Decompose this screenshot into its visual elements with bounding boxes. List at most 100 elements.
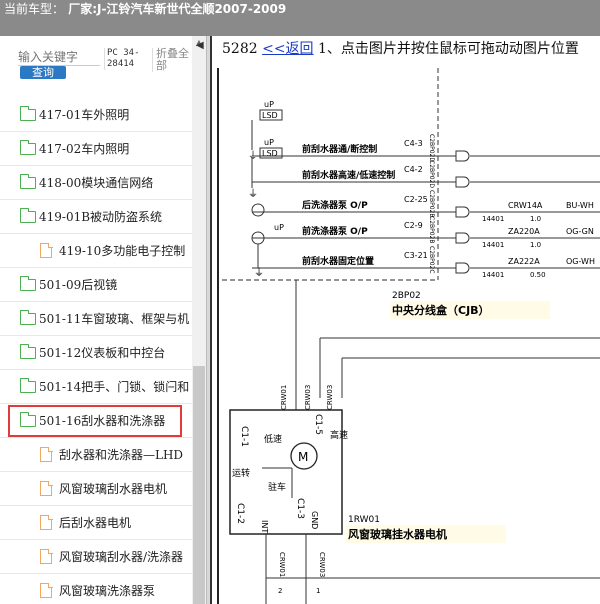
int-label: INT [260, 520, 269, 533]
motor-symbol: M [298, 450, 308, 464]
tree-folder-item[interactable]: 501-16刮水器和洗涤器 [0, 404, 192, 438]
signal-label: 前刮水器通/断控制 [302, 143, 377, 155]
tree-folder-item[interactable]: 419-01B被动防盗系统 [0, 200, 192, 234]
scrollbar-thumb[interactable] [193, 366, 205, 604]
tree-file-item[interactable]: 风窗玻璃刮水器电机 [0, 472, 192, 506]
tree-file-item[interactable]: 后刮水器电机 [0, 506, 192, 540]
document-icon [40, 548, 53, 564]
vert-code-1: CRW01 [280, 385, 288, 410]
tree-file-item[interactable]: 刮水器和洗涤器—LHD [0, 438, 192, 472]
folder-icon [19, 174, 36, 189]
up-label-1: uP [264, 100, 274, 109]
tree-file-item[interactable]: 419-10多功能电子控制 [0, 234, 192, 268]
document-icon [40, 242, 53, 258]
tree-folder-item[interactable]: 501-11车窗玻璃、框架与机 [0, 302, 192, 336]
pin-c1-5: C1-5 [313, 414, 323, 435]
search-button[interactable]: 查询 [20, 66, 66, 79]
search-area: 查询 PC 34-28414 折叠全部 [0, 36, 206, 92]
tree-folder-item[interactable]: 417-02车内照明 [0, 132, 192, 166]
instruction-text: 1、点击图片并按住鼠标可拖动动图片位置 [318, 41, 579, 57]
collapse-all-button[interactable]: 折叠全部 [152, 48, 194, 72]
tree-item-label: 风窗玻璃洗涤器泵 [59, 584, 156, 598]
tree-item-label: 419-10多功能电子控制 [59, 244, 186, 258]
tree-item-label: 501-09后视镜 [39, 278, 118, 292]
park-label: 驻车 [268, 481, 286, 493]
model-label: 当前车型： [4, 2, 65, 16]
lsd-block-2: uP LSD ⏚ [248, 138, 283, 200]
selection-highlight [8, 405, 182, 437]
tree-folder-item[interactable]: 501-14把手、门锁、锁闩和 [0, 370, 192, 404]
back-link[interactable]: <<返回 [262, 41, 314, 57]
pin-code: C2BP02B [428, 190, 435, 218]
scroll-up-icon[interactable]: ▲ [195, 38, 203, 47]
pin-code: C2BP02D [428, 160, 435, 188]
wire-code: ZA220A [508, 227, 540, 236]
vert-code-3: CRW03 [326, 385, 334, 410]
tree-item-label: 501-11车窗玻璃、框架与机 [39, 312, 190, 326]
collapse-left-icon[interactable]: ◀ [196, 40, 204, 51]
signal-label: 前刮水器高速/低速控制 [302, 169, 395, 181]
wire-code: ZA222A [508, 257, 540, 266]
search-input[interactable] [18, 48, 100, 66]
connector-label: C4-3 [404, 139, 423, 148]
lsd-label-1: LSD [262, 111, 278, 120]
wire-gauge: 1.0 [530, 241, 541, 249]
signal-label: 后洗涤器泵 O/P [302, 199, 368, 211]
vert-code-2: CRW03 [304, 385, 312, 410]
pin-code: C2BP02D [428, 134, 435, 162]
motor-code: 1RW01 [348, 515, 380, 525]
svg-text:⏚: ⏚ [248, 188, 258, 200]
signal-row[interactable]: 前刮水器通/断控制 C4-3 C2BP02D [252, 134, 600, 162]
pin-c1-2: C1-2 [235, 503, 245, 524]
signal-label: 前洗涤器泵 O/P [302, 225, 368, 237]
wire-num: 14401 [482, 215, 504, 223]
connector-icon [455, 232, 470, 244]
document-icon [40, 480, 53, 496]
pane-splitter[interactable] [206, 36, 210, 604]
pin-code: C2BP02B [428, 216, 435, 244]
pin-code: C2BP02C [428, 246, 435, 274]
document-icon [40, 514, 53, 530]
connector-icon [455, 262, 470, 274]
folder-icon [19, 106, 36, 121]
wire-color: OG-GN [566, 227, 594, 236]
tree-item-label: 419-01B被动防盗系统 [39, 210, 163, 224]
folder-icon [19, 208, 36, 223]
connector-label: C3-21 [404, 251, 428, 260]
connector-icon [455, 206, 470, 218]
document-icon [40, 582, 53, 598]
tree-folder-item[interactable]: 501-09后视镜 [0, 268, 192, 302]
content-border [210, 36, 212, 604]
tree-folder-item[interactable]: 418-00模块通信网络 [0, 166, 192, 200]
tree-folder-item[interactable]: 501-12仪表板和中控台 [0, 336, 192, 370]
wire-gauge: 1.0 [530, 215, 541, 223]
wiper-motor[interactable]: C1-1 C1-5 低速 高速 M 运转 驻车 C1-2 C1-3 GND IN… [229, 409, 348, 535]
nav-tree: 417-01车外照明 417-02车内照明 418-00模块通信网络 419-01B被… [0, 98, 192, 604]
tree-item-label: 刮水器和洗涤器—LHD [59, 448, 184, 462]
up-label-3: uP [274, 223, 284, 232]
tree-folder-item[interactable]: 417-01车外照明 [0, 98, 192, 132]
tree-item-label: 417-01车外照明 [39, 108, 130, 122]
lsd-label-2: LSD [262, 149, 278, 158]
tree-item-label: 501-16刮水器和洗涤器 [39, 414, 166, 428]
run-label: 运转 [232, 467, 250, 479]
nav-pane: 查询 PC 34-28414 折叠全部 417-01车外照明 417-02车内照明… [0, 36, 206, 604]
tree-file-item[interactable]: 风窗玻璃洗涤器泵 [0, 574, 192, 604]
folder-icon [19, 412, 36, 427]
tree-item-label: 后刮水器电机 [59, 516, 132, 530]
content-header: 5282 <<返回 1、点击图片并按住鼠标可拖动动图片位置 [222, 38, 579, 58]
bottom-code-2: CRW03 [318, 552, 326, 577]
tree-item-label: 418-00模块通信网络 [39, 176, 154, 190]
tree-item-label: 501-12仪表板和中控台 [39, 346, 166, 360]
wire-num: 14401 [482, 271, 504, 279]
tree-file-item[interactable]: 风窗玻璃刮水器/洗涤器 [0, 540, 192, 574]
wire-gauge: 0.50 [530, 271, 546, 279]
tree-item-label: 417-02车内照明 [39, 142, 130, 156]
pin-c1-1: C1-1 [239, 426, 249, 447]
